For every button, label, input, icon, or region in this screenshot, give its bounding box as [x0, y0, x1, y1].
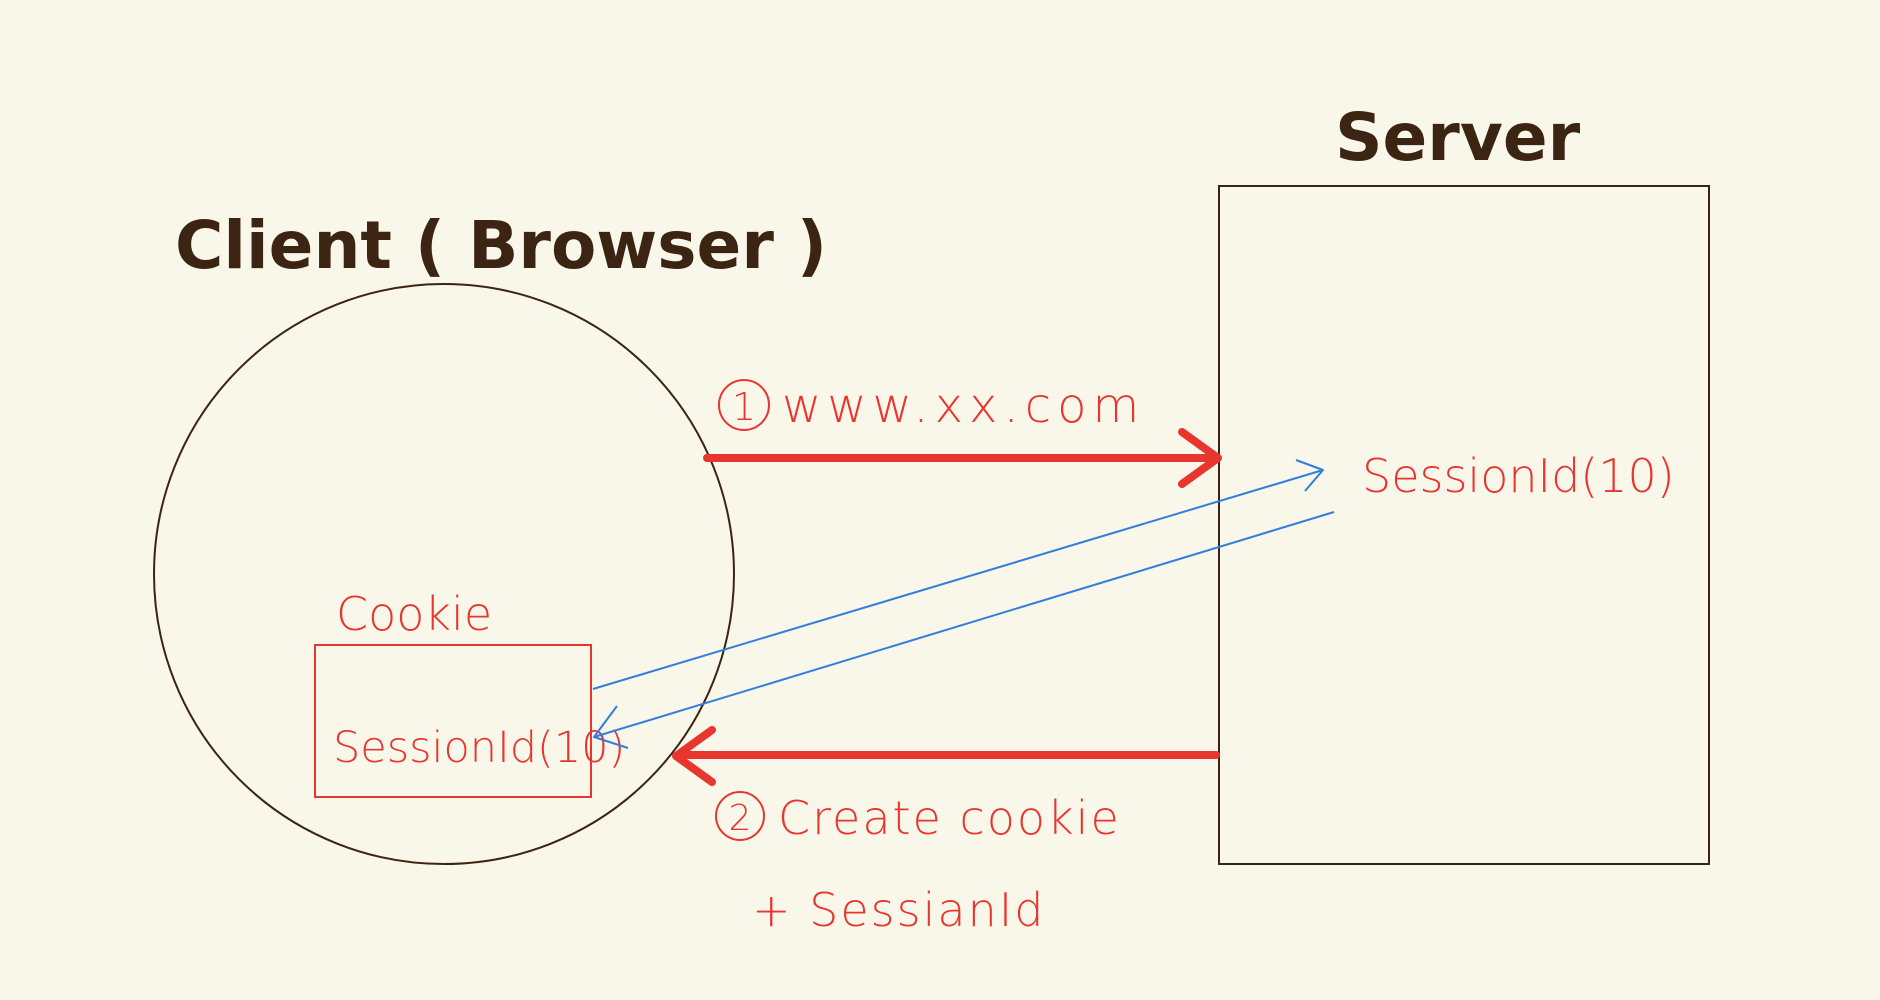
client-title: Client ( Browser ): [175, 207, 827, 284]
session-link-to-cookie: [593, 511, 1335, 749]
step-2-text-line1: Create cookie: [778, 791, 1121, 845]
cookie-box: [314, 644, 592, 798]
response-arrow: [672, 726, 1220, 786]
client-circle: [153, 283, 735, 865]
cookie-title: Cookie: [336, 587, 492, 641]
step-1-text: www.xx.com: [782, 378, 1145, 434]
step-2-number: 2: [729, 798, 752, 839]
step-1-number-circle: [718, 379, 770, 431]
server-title: Server: [1335, 99, 1581, 176]
step-2-number-circle: [715, 791, 765, 841]
step-1-label: 1 www.xx.com: [718, 378, 1145, 434]
request-arrow: [703, 428, 1222, 488]
step-2-text-line2: + SessianId: [752, 883, 1046, 937]
cookie-session-label: SessionId(10): [333, 723, 625, 773]
step-2-label: 2 Create cookie + SessianId: [715, 791, 1121, 937]
session-link-to-server: [592, 459, 1324, 690]
server-box: [1218, 185, 1710, 865]
step-1-number: 1: [732, 385, 756, 429]
server-session-label: SessionId(10): [1362, 449, 1675, 503]
